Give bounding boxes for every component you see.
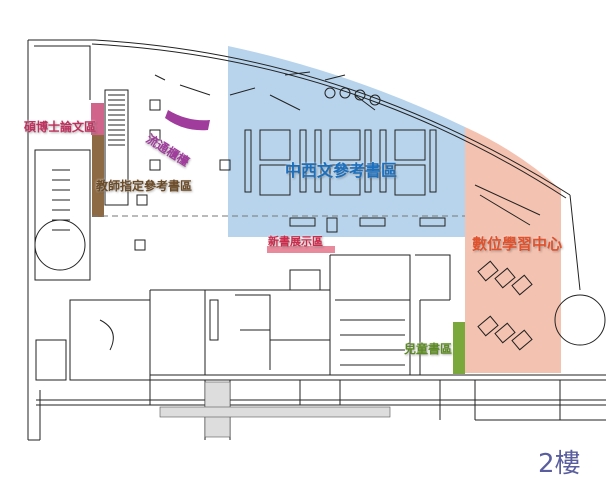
- floor-number-label: 2樓: [538, 449, 581, 479]
- thesis-zone-label: 碩博士論文區: [24, 120, 97, 134]
- reference-zone-label: 中西文參考書區: [285, 161, 398, 180]
- thesis-zone: [91, 103, 104, 135]
- new-books-zone: [267, 246, 335, 253]
- teacher-reserve-label: 教師指定參考書區: [96, 179, 193, 193]
- children-zone-label: 兒童書區: [404, 342, 453, 356]
- digital-learning-label: 數位學習中心: [472, 235, 563, 253]
- new-books-label: 新書展示區: [268, 235, 323, 248]
- digital-learning-zone: [465, 127, 561, 373]
- circulation-counter: [165, 110, 210, 131]
- children-zone: [453, 322, 465, 374]
- teacher-reserve-zone: [92, 135, 104, 217]
- reference-zone: [228, 46, 465, 237]
